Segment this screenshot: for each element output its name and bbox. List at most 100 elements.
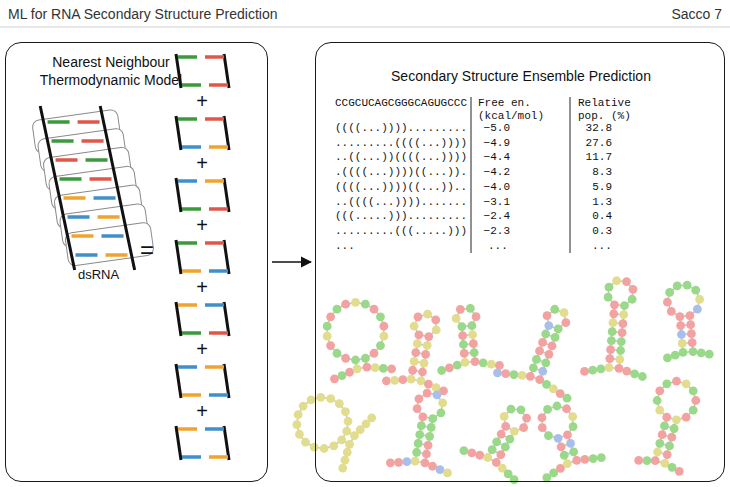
nucleotide	[560, 451, 569, 460]
nucleotide	[662, 413, 671, 422]
nucleotide	[343, 448, 352, 457]
nucleotide	[299, 402, 308, 411]
nucleotide	[379, 322, 388, 331]
nucleotide	[604, 293, 613, 302]
nucleotide	[697, 348, 706, 357]
nucleotide	[361, 354, 370, 363]
nucleotide	[437, 366, 446, 375]
nucleotide	[338, 464, 347, 473]
pair-step-glyph	[176, 116, 229, 150]
nucleotide	[612, 276, 621, 285]
table-separators	[471, 97, 570, 253]
page-number: Sacco 7	[650, 6, 722, 22]
pair-step-glyphs	[176, 54, 229, 460]
panel-box: Nearest Neighbour Thermodynamic Model	[5, 42, 268, 482]
nucleotide	[628, 295, 637, 304]
nucleotide	[294, 410, 303, 419]
nucleotide	[370, 349, 379, 358]
nucleotide	[437, 408, 446, 417]
nucleotide	[605, 354, 614, 363]
nucleotide	[679, 348, 688, 357]
nucleotide	[460, 349, 469, 358]
nucleotide	[410, 322, 419, 331]
nucleotide	[687, 329, 696, 338]
nucleotide	[345, 368, 354, 377]
nucleotide	[493, 368, 502, 377]
nucleotide	[609, 309, 618, 318]
stack-window	[65, 222, 155, 267]
nucleotide	[341, 456, 350, 465]
nucleotide	[467, 449, 476, 458]
nucleotide	[510, 475, 519, 484]
nucleotide	[413, 339, 422, 348]
base-dash	[86, 158, 108, 162]
nucleotide	[468, 330, 477, 339]
nucleotide	[361, 300, 370, 309]
nucleotide	[492, 438, 501, 447]
nucleotide	[353, 364, 362, 373]
nucleotide	[323, 322, 332, 331]
nucleotide	[676, 321, 685, 330]
nucleotide	[569, 447, 578, 456]
column-header: Relative pop. (%)	[578, 97, 640, 122]
nucleotide	[532, 355, 541, 364]
nucleotide	[417, 421, 426, 430]
panel-title: Secondary Structure Ensemble Prediction	[336, 67, 706, 85]
population: 0.3	[576, 225, 612, 238]
nucleotide	[617, 337, 626, 346]
nucleotide	[323, 332, 332, 341]
nucleotide	[469, 339, 478, 348]
nucleotide	[432, 326, 441, 335]
secondary-structure	[323, 298, 396, 383]
nucleotide	[433, 390, 442, 399]
nucleotide	[338, 371, 347, 380]
population: 0.4	[576, 210, 612, 223]
nucleotide	[386, 458, 395, 467]
nucleotide	[507, 405, 516, 414]
base-dash	[56, 158, 78, 162]
nucleotide	[616, 346, 625, 355]
nucleotide	[320, 444, 329, 453]
nucleotide	[496, 450, 505, 459]
nucleotide	[543, 405, 552, 414]
nucleotide	[436, 465, 445, 474]
nucleotide	[630, 369, 639, 378]
plus-sign: +	[194, 152, 210, 175]
nucleotide	[580, 367, 589, 376]
free-energy: −4.0	[474, 181, 510, 194]
nucleotide	[619, 319, 628, 328]
nucleotide	[671, 351, 680, 360]
nucleotide	[333, 349, 342, 358]
base-dash	[76, 253, 98, 257]
nucleotide	[672, 415, 681, 424]
nucleotide	[371, 363, 380, 372]
plus-sign: +	[194, 276, 210, 299]
nucleotide	[655, 406, 664, 415]
nucleotide	[341, 354, 350, 363]
nucleotide	[501, 443, 510, 452]
population: 11.7	[576, 151, 612, 164]
nucleotide	[443, 469, 452, 478]
nucleotide	[500, 412, 509, 421]
nucleotide	[597, 453, 606, 462]
nucleotide	[410, 357, 419, 366]
nucleotide	[589, 454, 598, 463]
nucleotide	[689, 386, 698, 395]
nucleotide	[421, 350, 430, 359]
nucleotide	[345, 440, 354, 449]
dot-bracket: ..((...))((((...))))	[335, 151, 467, 164]
nucleotide	[379, 364, 388, 373]
nucleotide	[667, 307, 676, 316]
nucleotide	[431, 316, 440, 325]
nucleotide	[629, 285, 638, 294]
nucleotide	[445, 363, 454, 372]
nucleotide	[653, 448, 662, 457]
nucleotide	[553, 402, 562, 411]
base-dash	[82, 139, 104, 143]
nucleotide	[330, 375, 339, 384]
base-dash	[60, 177, 82, 181]
population: 5.9	[576, 181, 612, 194]
secondary-structure	[538, 402, 606, 482]
nucleotide	[387, 364, 396, 373]
secondary-structure	[292, 393, 376, 473]
